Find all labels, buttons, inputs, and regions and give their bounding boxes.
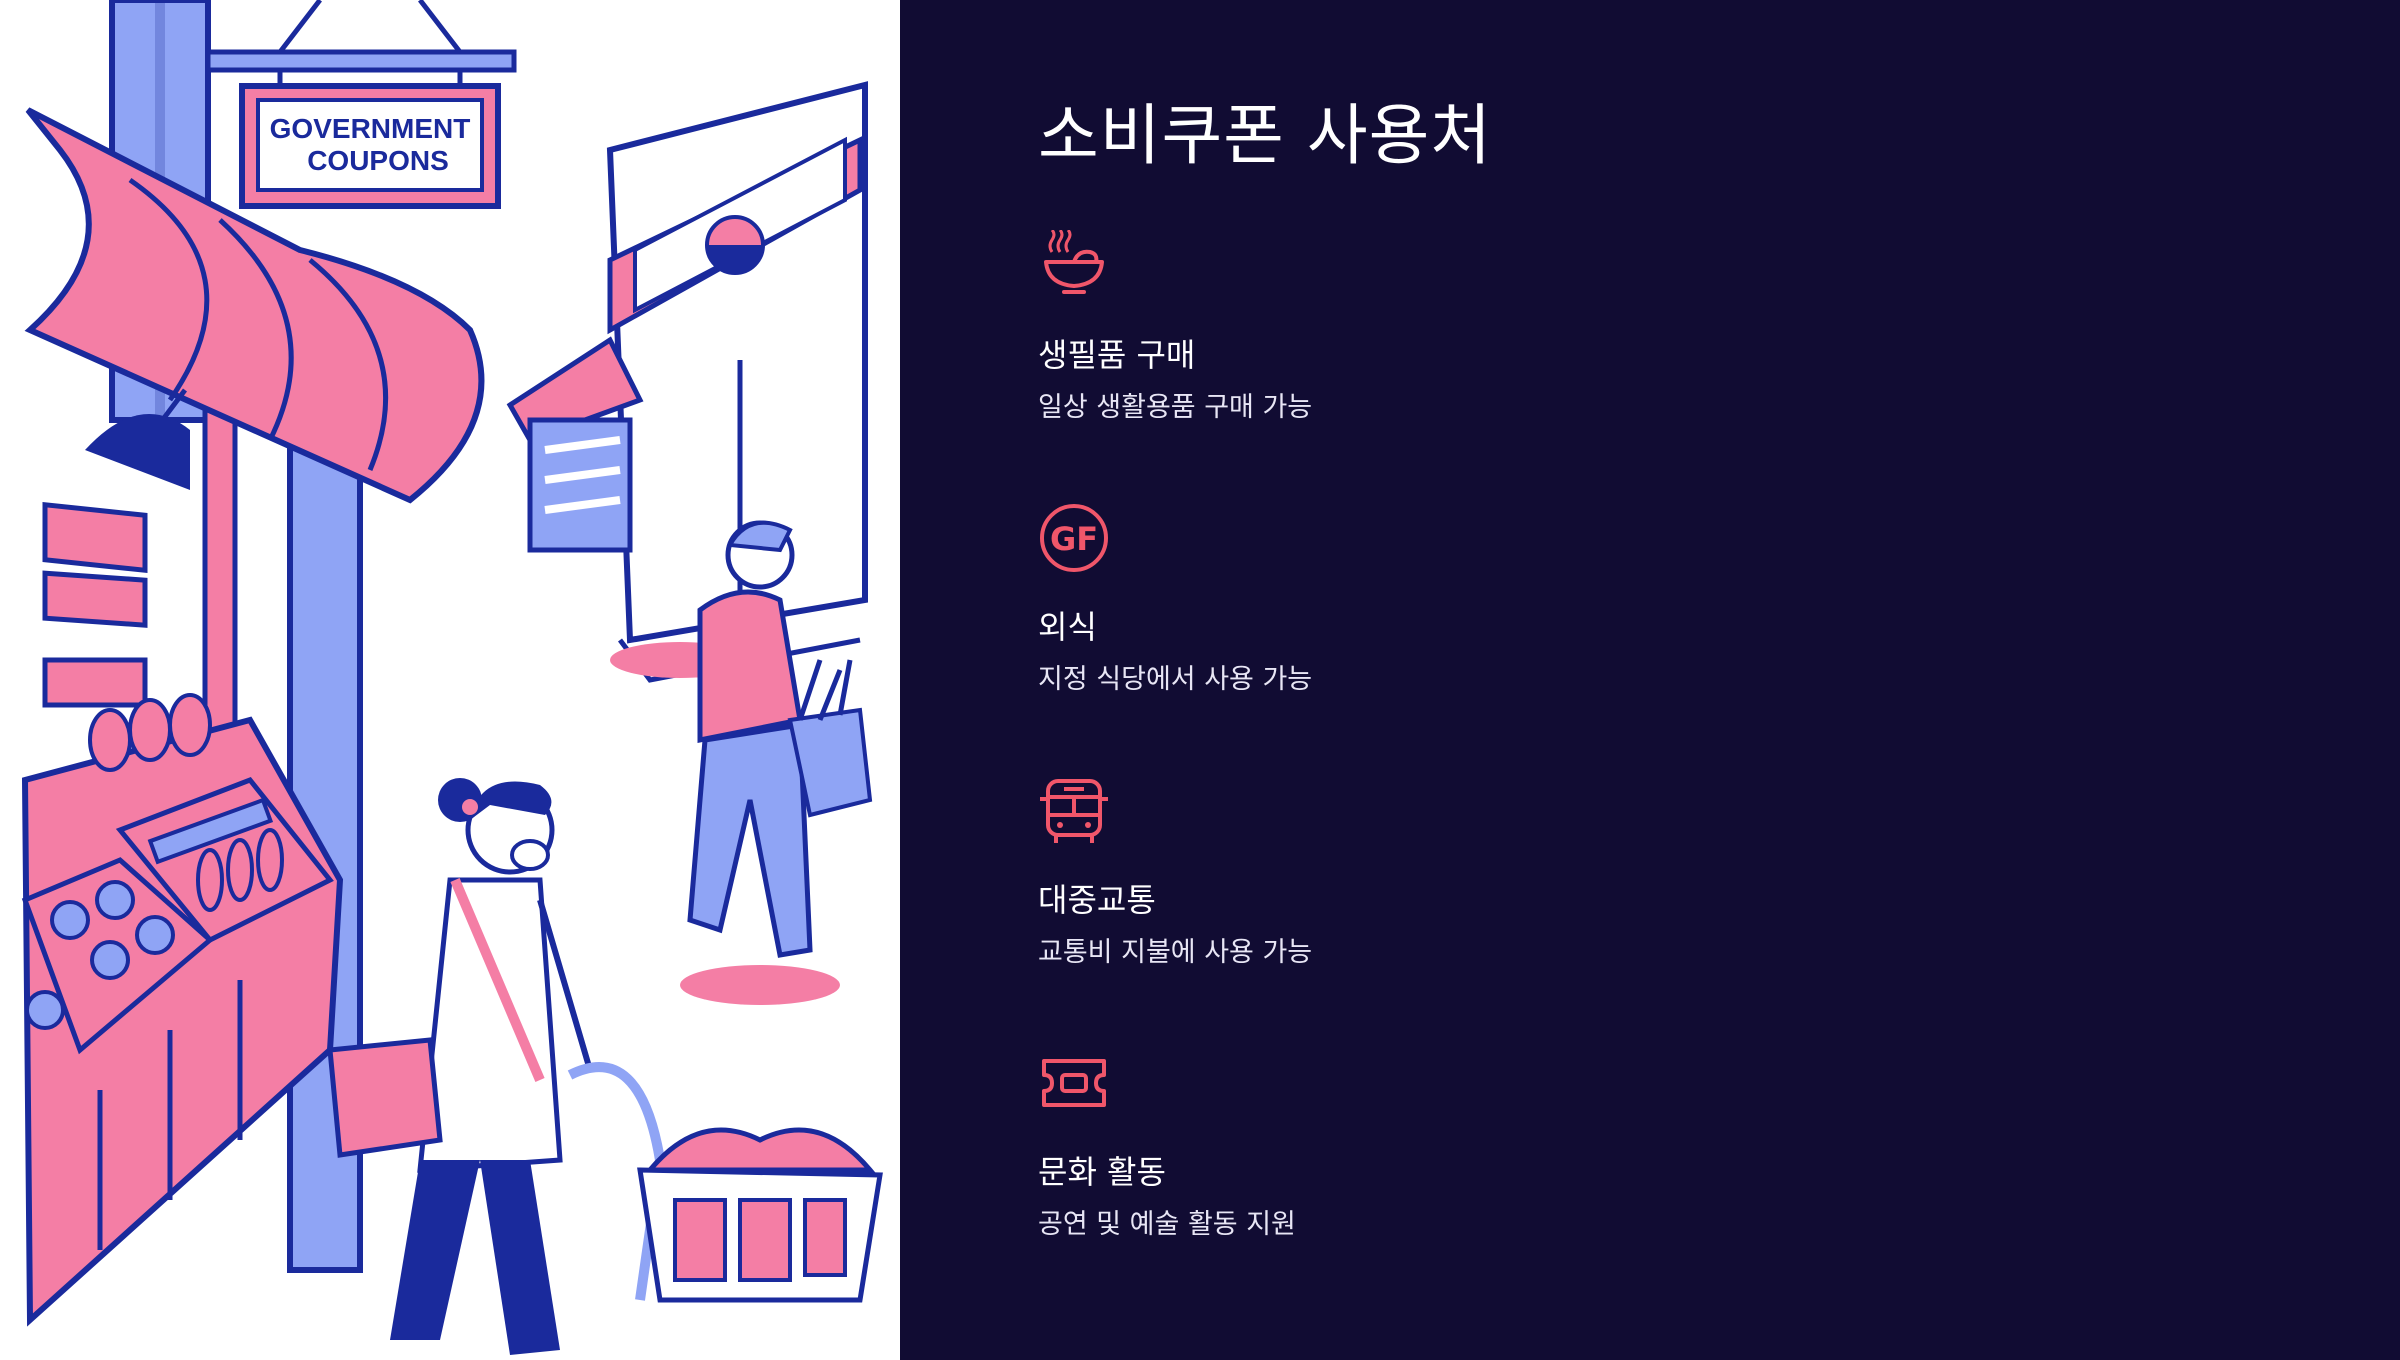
usage-item-culture: 문화 활동 공연 및 예술 활동 지원 xyxy=(1038,1047,1296,1242)
usage-item-label: 생필품 구매 xyxy=(1038,336,1196,374)
usage-item-transit: 대중교통 교통비 지불에 사용 가능 xyxy=(1038,775,1312,970)
usage-item-desc: 지정 식당에서 사용 가능 xyxy=(1038,664,1313,696)
usage-item-dining: GF 외식 지정 식당에서 사용 가능 xyxy=(1038,502,1312,697)
sign-text-line1: GOVERNMENT xyxy=(270,113,471,144)
usage-item-desc: 교통비 지불에 사용 가능 xyxy=(1038,937,1313,969)
gf-badge-icon: GF xyxy=(1040,504,1108,572)
market-scene: GOVERNMENT COUPONS xyxy=(21,0,883,1355)
content-panel: 소비쿠폰 사용처 xyxy=(1038,96,2238,175)
usage-item-label: 대중교통 xyxy=(1038,881,1156,919)
usage-item-desc: 공연 및 예술 활동 지원 xyxy=(1038,1209,1296,1241)
sign-text-line2: COUPONS xyxy=(307,145,449,176)
bus-icon xyxy=(1040,779,1108,843)
food-bowl-icon xyxy=(1044,230,1104,294)
usage-item-groceries: 생필품 구매 일상 생활용품 구매 가능 xyxy=(1038,230,1312,425)
usage-item-desc: 일상 생활용품 구매 가능 xyxy=(1038,392,1313,424)
market-illustration: GOVERNMENT COUPONS xyxy=(0,0,900,1360)
page-title: 소비쿠폰 사용처 xyxy=(1038,97,1493,174)
svg-text:GF: GF xyxy=(1050,520,1098,558)
usage-item-label: 외식 xyxy=(1038,608,1097,646)
usage-item-label: 문화 활동 xyxy=(1038,1153,1166,1191)
ticket-icon xyxy=(1042,1059,1106,1107)
